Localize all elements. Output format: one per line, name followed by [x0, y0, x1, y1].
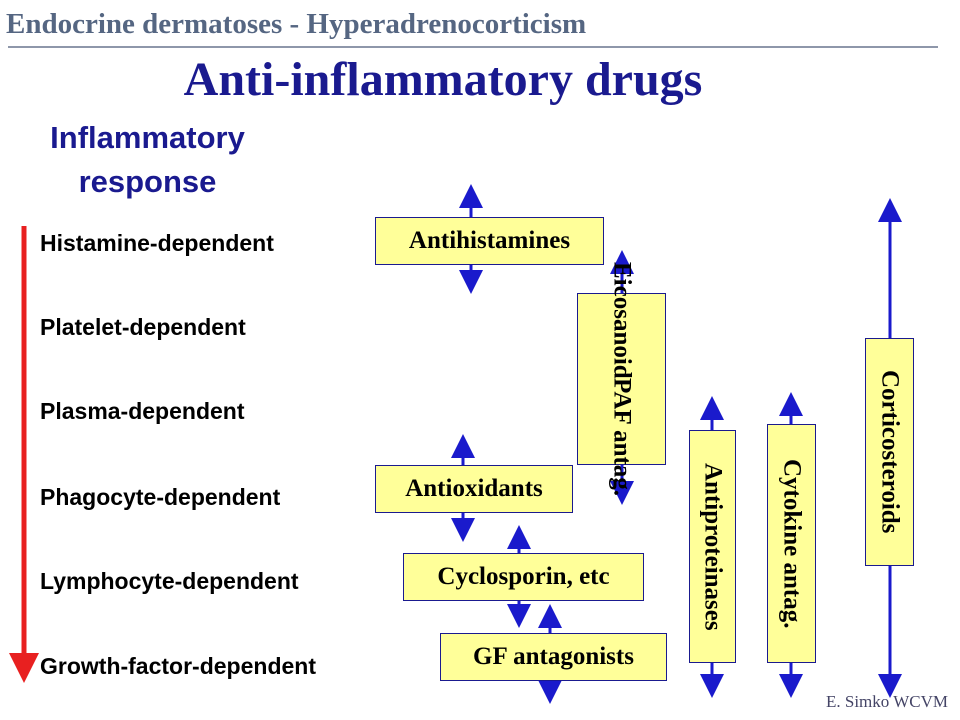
stage-growth-factor: Growth-factor-dependent [40, 653, 316, 679]
paf-antag-label: PAF antag. [608, 378, 636, 497]
antiproteinases-box: Antiproteinases [689, 430, 736, 663]
author-credit: E. Simko WCVM [825, 692, 948, 711]
gf-antagonists-box: GF antagonists [440, 633, 667, 681]
antioxidants-box: Antioxidants [375, 465, 573, 513]
slide-title: Anti-inflammatory drugs [183, 53, 703, 106]
stage-phagocyte: Phagocyte-dependent [40, 484, 281, 510]
antiproteinases-label: Antiproteinases [699, 462, 727, 631]
eicosanoid-label: Eicosanoid [608, 261, 636, 379]
subtitle-line-2: response [78, 164, 217, 199]
inflammatory-response-heading: Inflammatory response [20, 116, 275, 204]
antihistamines-box: Antihistamines [375, 217, 604, 265]
stage-lymphocyte: Lymphocyte-dependent [40, 568, 299, 594]
gf-antagonists-label: GF antagonists [473, 643, 634, 670]
corticosteroids-box: Corticosteroids [865, 338, 914, 566]
cyclosporin-label: Cyclosporin, etc [437, 563, 610, 590]
subtitle-line-1: Inflammatory [50, 120, 245, 155]
stage-platelet: Platelet-dependent [40, 314, 246, 340]
cyclosporin-box: Cyclosporin, etc [403, 553, 644, 601]
stage-histamine: Histamine-dependent [40, 230, 274, 256]
antihistamines-label: Antihistamines [408, 227, 571, 254]
antioxidants-label: Antioxidants [405, 475, 543, 502]
cytokine-antag-box: Cytokine antag. [767, 424, 816, 663]
eicosanoid-paf-box: Eicosanoid PAF antag. [577, 262, 666, 496]
cytokine-antag-label: Cytokine antag. [778, 458, 806, 629]
corticosteroids-label: Corticosteroids [876, 370, 904, 534]
header-divider [8, 46, 938, 48]
slide-header: Endocrine dermatoses - Hyperadrenocortic… [6, 8, 587, 40]
stage-plasma: Plasma-dependent [40, 398, 245, 424]
